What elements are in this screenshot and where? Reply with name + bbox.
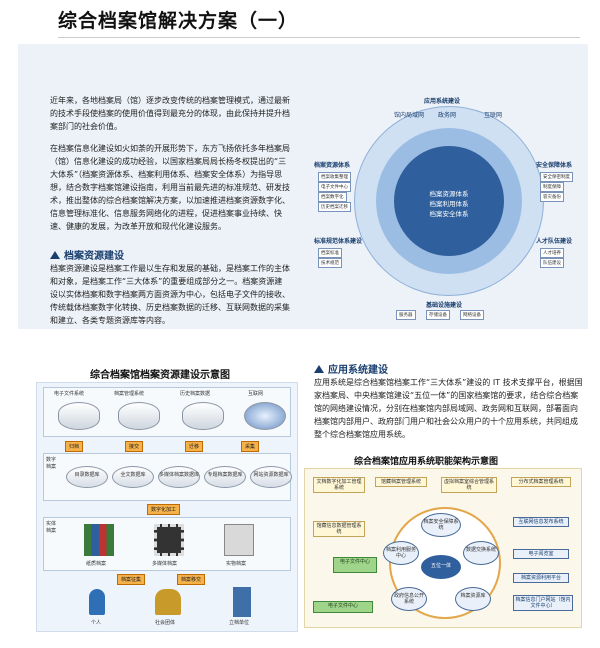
- source-caption: 电子文件系统: [54, 391, 85, 397]
- intro-paragraph-1: 近年来，各地档案局（馆）逐步改变传统的档案管理模式，通过最新的技术手段使档案的使…: [50, 96, 290, 131]
- source-caption-bottom: 立档单位: [229, 620, 250, 626]
- label-archive-resource: 档案资源体系: [314, 162, 351, 169]
- books-icon: [84, 524, 114, 556]
- label-talent: 人才队伍建设: [536, 238, 573, 245]
- db-pill: 目录数据库: [66, 466, 108, 488]
- entity-caption: 纸质档案: [86, 561, 107, 567]
- arch-right-box: 互联网信息发布系统: [513, 517, 569, 527]
- resource-section-body: 档案资源建设是档案工作最以生存和发展的基础，是档案工作的主体和对象，是档案工作“…: [50, 264, 290, 325]
- label-app-system: 应用系统建设: [424, 98, 461, 105]
- film-icon: [154, 524, 184, 556]
- resource-section-heading: 档案资源建设: [50, 247, 124, 262]
- triangle-icon: [50, 250, 60, 259]
- source-layer: 电子文件系统 档案管理系统 历史档案数据 互联网: [43, 387, 291, 437]
- arch-top-box: 文档数字化加工管理系统: [313, 477, 365, 493]
- arch-ring-item: 数据交换系统: [463, 541, 499, 565]
- person-icon: [89, 589, 105, 615]
- core-line-2: 档案利用体系: [429, 200, 469, 208]
- label-security: 安全保障体系: [536, 162, 573, 169]
- arch-ring-item: 档案安全保障系统: [421, 513, 461, 537]
- label-standards: 标准规范体系建设: [314, 238, 363, 245]
- arch-diagram: 文档数字化加工管理系统 馆藏档案管理系统 虚拟档案室综合管理系统 分布式档案管理…: [304, 468, 582, 628]
- arch-green-box: 电子文件中心: [333, 557, 377, 573]
- group-icon: [155, 589, 181, 615]
- db-pill: 全文数据库: [112, 466, 154, 488]
- tag-transfer: 接交: [125, 441, 144, 452]
- building-icon: [233, 587, 251, 617]
- tag-migrate: 迁移: [185, 441, 204, 452]
- intro-paragraph-2: 在档案信息化建设如火如荼的开展形势下，东方飞扬依托多年档案局（馆）信息化建设的成…: [50, 144, 290, 231]
- circle-core-text: 档案资源体系 档案利用体系 档案安全体系: [399, 189, 499, 219]
- three-system-circle-diagram: 档案资源体系 档案利用体系 档案安全体系 应用系统建设 馆内局域网 政务网 互联…: [314, 96, 580, 328]
- mini-item: 存储设备: [426, 310, 450, 320]
- arch-right-box: 档案信息门户网站（馆内文件中心）: [513, 595, 573, 611]
- globe-icon: [244, 402, 286, 430]
- db-pill: 多媒体档案数据库: [158, 466, 200, 488]
- mini-item: 制度保障: [540, 182, 564, 192]
- core-line-3: 档案安全体系: [429, 210, 469, 218]
- triangle-icon: [314, 364, 324, 373]
- entity-layer-label: 实体档案: [46, 521, 57, 534]
- resource-section-title: 档案资源建设: [64, 251, 124, 262]
- database-icon: [58, 402, 100, 430]
- app-section-body: 应用系统是综合档案馆档案工作“三大体系”建设的 IT 技术支撑平台，根据国家档案…: [314, 378, 583, 439]
- entity-caption: 实物档案: [226, 561, 247, 567]
- label-gov-net: 政务网: [438, 112, 457, 119]
- source-caption: 互联网: [248, 391, 264, 397]
- arch-ring-item: 档案资源库: [455, 587, 491, 611]
- mini-item: 档案标准: [318, 248, 342, 258]
- tag-handover: 档案移交: [177, 574, 206, 585]
- entity-layer: 实体档案 纸质档案 多媒体档案 实物档案: [43, 517, 291, 571]
- digital-layer: 数字档案 目录数据库 全文数据库 多媒体档案数据库 专题档案数据库 网站资源数据…: [43, 453, 292, 501]
- tag-archive: 归档: [65, 441, 84, 452]
- mini-item: 服务器: [396, 310, 416, 320]
- tag-collect: 采集: [241, 441, 260, 452]
- arch-top-box: 虚拟档案室综合管理系统: [441, 477, 497, 493]
- arch-ring-item: 档案利用服务中心: [383, 541, 419, 565]
- resource-diagram-title: 综合档案馆档案资源建设示意图: [90, 370, 230, 381]
- mini-item: 安全保密制度: [540, 172, 573, 182]
- mini-item: 电子文件中心: [318, 182, 351, 192]
- tag-collection: 档案征集: [117, 574, 146, 585]
- app-section-title: 应用系统建设: [328, 365, 388, 376]
- mini-item: 人才培养: [540, 248, 564, 258]
- db-pill: 专题档案数据库: [204, 466, 246, 488]
- inner-ring: [394, 146, 504, 256]
- arch-top-box: 馆藏档案管理系统: [375, 477, 427, 487]
- mini-item: 队伍建设: [540, 258, 564, 268]
- title-rule: [58, 37, 580, 38]
- entity-caption: 多媒体档案: [152, 561, 178, 567]
- database-icon: [182, 402, 224, 430]
- arch-center: 五位一体: [421, 555, 461, 579]
- database-icon: [118, 402, 160, 430]
- arch-right-box: 电子阅览室: [513, 549, 569, 559]
- mini-item: 网络设备: [460, 310, 484, 320]
- tag-digitize: 数字化加工: [147, 504, 181, 515]
- source-caption: 历史档案数据: [180, 391, 211, 397]
- arch-top-box: 分布式档案管理系统: [511, 477, 571, 487]
- arch-left-box: 馆藏信息数据管理系统: [313, 521, 365, 537]
- arch-right-box: 档案资源利用平台: [513, 573, 569, 583]
- core-line-1: 档案资源体系: [429, 190, 469, 198]
- label-internet: 互联网: [484, 112, 503, 119]
- source-caption-bottom: 社会团体: [155, 620, 176, 626]
- mini-item: 历史档案迁移: [318, 202, 351, 212]
- arch-diagram-title: 综合档案馆应用系统职能架构示意图: [354, 457, 499, 467]
- label-infrastructure: 基础设施建设: [426, 302, 463, 309]
- source-caption: 档案管理系统: [114, 391, 145, 397]
- mini-item: 容灾备份: [540, 192, 564, 202]
- resource-diagram: 电子文件系统 档案管理系统 历史档案数据 互联网 归档 接交 迁移 采集 数字档…: [36, 382, 298, 632]
- mini-item: 档案收集整理: [318, 172, 351, 182]
- source-caption-bottom: 个人: [91, 620, 102, 626]
- app-section-heading: 应用系统建设: [314, 361, 388, 376]
- arch-green-box-bottom: 电子文件中心: [313, 601, 373, 613]
- mini-item: 技术规范: [318, 258, 342, 268]
- label-intranet: 馆内局域网: [394, 112, 425, 119]
- box-icon: [224, 524, 254, 556]
- page-title: 综合档案馆解决方案（一）: [58, 10, 299, 32]
- arch-ring-item: 政府信息公开系统: [391, 587, 427, 611]
- db-pill: 网站资源数据库: [250, 466, 292, 488]
- mini-item: 档案数字化: [318, 192, 347, 202]
- digital-layer-label: 数字档案: [46, 457, 57, 470]
